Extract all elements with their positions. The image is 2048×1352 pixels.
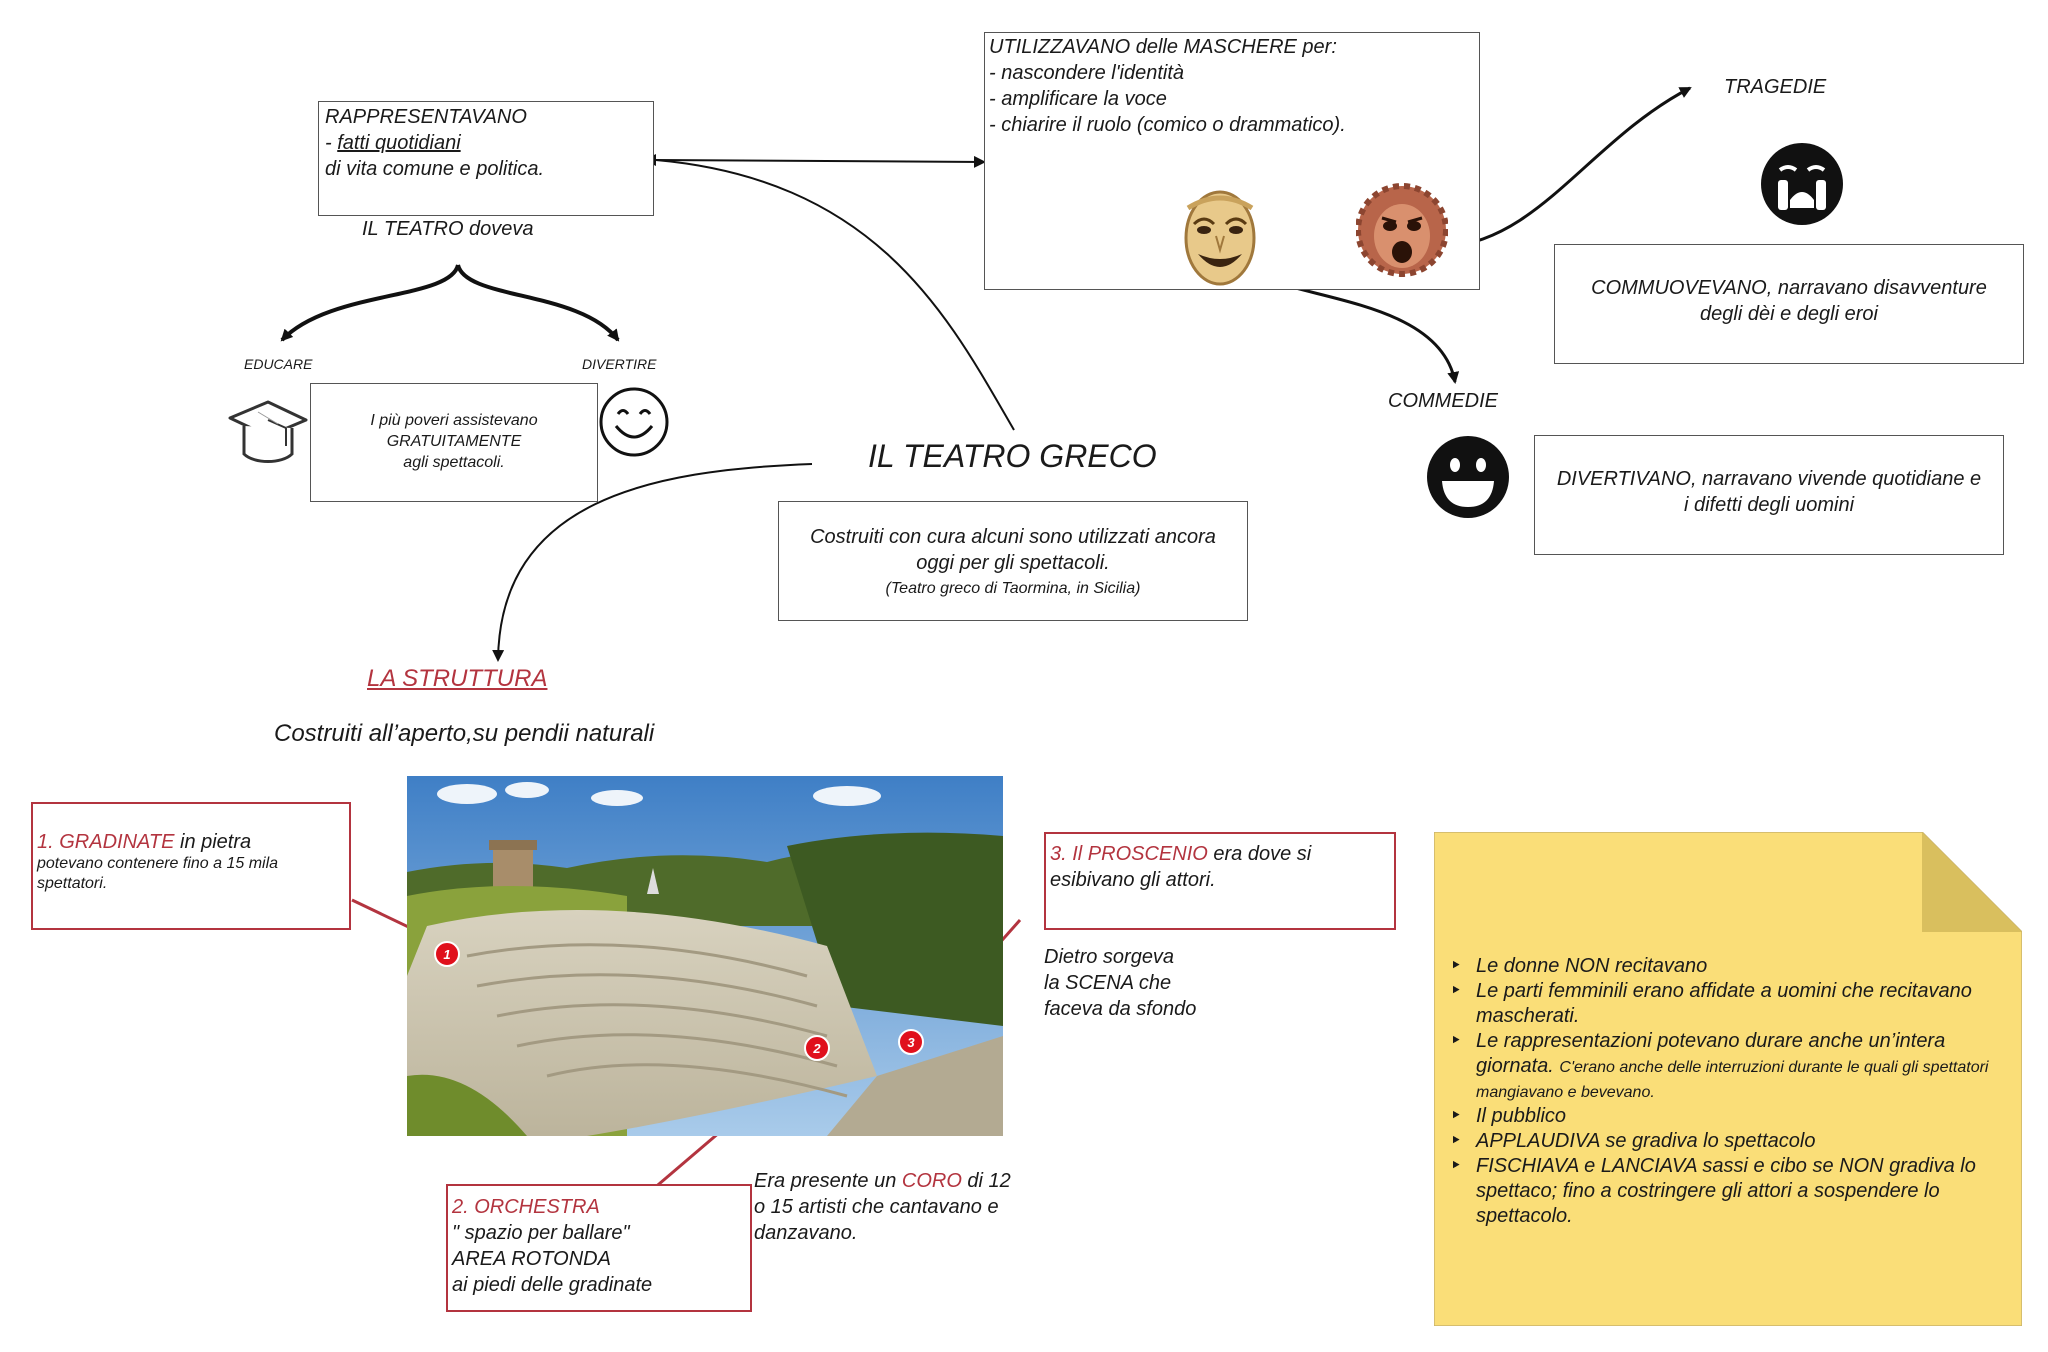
marker-2-label: 2 [812,1041,821,1056]
struttura-subtitle: Costruiti all’aperto,su pendii naturali [274,720,655,747]
tragic-mask-icon [1356,183,1448,277]
gradinate-box: 1. GRADINATE in pietra potevano contener… [31,802,351,930]
arrow-to-educare [280,264,460,342]
note-item: FISCHIAVA e LANCIAVA sassi e cibo se NON… [1450,1154,2020,1229]
note-item: APPLAUDIVA se gradiva lo spettacolo [1450,1129,2020,1154]
divertire-label: DIVERTIRE [582,356,657,372]
coro-label: CORO [901,1170,962,1192]
coro-text: Era presente un CORO di 12 o 15 artisti … [754,1170,1011,1244]
marker-3 [898,1029,924,1055]
rappresentavano-label: RAPPRESENTAVANO [325,106,527,128]
commedie-box: DIVERTIVANO, narravano vivende quotidian… [1534,435,2004,555]
arrow-mask-to-tragedie [1445,86,1692,249]
struttura-heading: LA STRUTTURA [367,665,548,692]
sticky-note: Le donne NON recitavano Le parti femmini… [1450,954,2020,1229]
orchestra-box: 2. ORCHESTRA " spazio per ballare" AREA … [446,1184,752,1312]
laughing-face-icon [1427,436,1509,518]
arrow-title-to-struttura [492,463,813,662]
note-list: Le donne NON recitavano Le parti femmini… [1450,954,2020,1229]
note-item: Le parti femminili erano affidate a uomi… [1450,979,2020,1029]
proscenio-box: 3. Il PROSCENIO era dove si esibivano gl… [1044,832,1396,930]
note-item: Le donne NON recitavano [1450,954,2020,979]
graduation-cap-icon [228,400,308,463]
page-title: IL TEATRO GRECO [868,438,1157,474]
crying-face-icon [1761,143,1843,225]
marker-1 [434,941,460,967]
gradinate-label: 1. GRADINATE [37,831,175,853]
rappresentavano-box: RAPPRESENTAVANO - fatti quotidiani di vi… [318,101,654,216]
smiley-outline-icon [599,387,669,457]
intro-box: Costruiti con cura alcuni sono utilizzat… [778,501,1248,621]
arrow-title-to-rappresentavano [655,159,1015,431]
teatro-doveva-label: IL TEATRO doveva [362,218,534,240]
scena-text: Dietro sorgeva la SCENA che faceva da sf… [1044,946,1197,1020]
poveri-box: I più poveri assistevano GRATUITAMENTE a… [310,383,598,502]
fatti-quotidiani-text: fatti quotidiani [337,132,461,154]
proscenio-label: PROSCENIO [1087,843,1208,865]
theatre-photo: 1 2 3 [407,776,1003,1136]
comic-mask-icon [1184,190,1256,286]
marker-2 [804,1035,830,1061]
marker-1-label: 1 [443,947,450,962]
arrow-to-divertire [456,264,620,342]
educare-label: EDUCARE [244,356,313,372]
note-item: Il pubblico [1450,1104,2020,1129]
tragedie-label: TRAGEDIE [1724,76,1827,98]
commedie-label: COMMEDIE [1388,390,1498,412]
orchestra-label: 2. ORCHESTRA [452,1196,600,1218]
tragedie-box: COMMUOVEVANO, narravano disavventure deg… [1554,244,2024,364]
note-item: Le rappresentazioni potevano durare anch… [1450,1029,2020,1104]
double-arrow-rappresentavano-maschere [644,154,986,168]
marker-3-label: 3 [907,1035,915,1050]
